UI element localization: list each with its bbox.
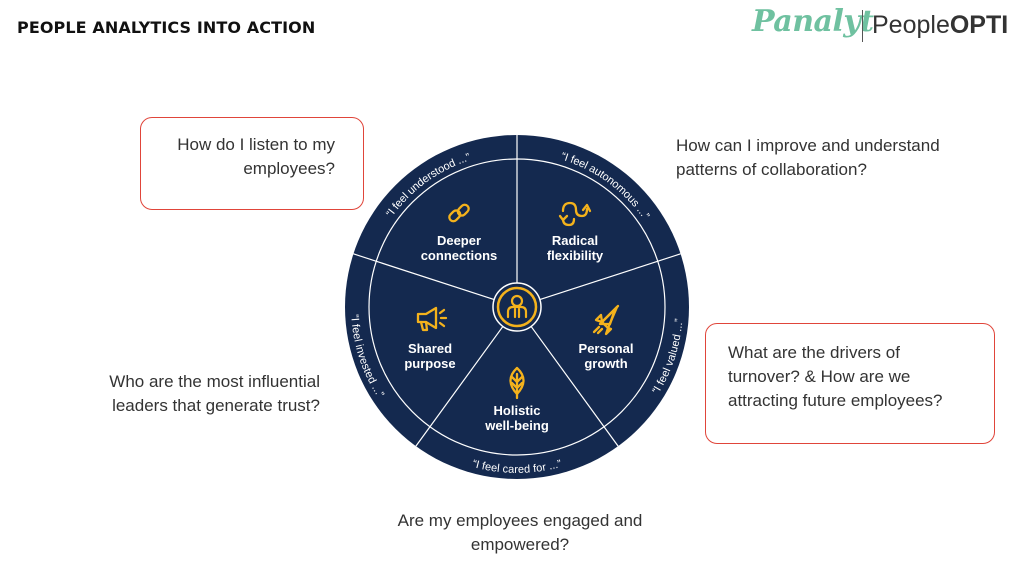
question-engaged: Are my employees engaged and empowered? bbox=[397, 511, 643, 554]
wheel-divider bbox=[530, 326, 619, 447]
question-leaders: Who are the most influential leaders tha… bbox=[109, 372, 320, 415]
peopleopti-logo: PeopleOPTI bbox=[872, 11, 1008, 40]
question-drivers-box: What are the drivers of turnover? & How … bbox=[705, 323, 995, 444]
logo-separator bbox=[862, 10, 863, 42]
slide-title: PEOPLE ANALYTICS INTO ACTION bbox=[17, 18, 316, 37]
segment-quote: “I feel cared for ...” bbox=[471, 458, 563, 476]
wheel-divider bbox=[539, 253, 681, 301]
leaf-icon bbox=[509, 366, 525, 400]
logo-opti-text: OPTI bbox=[949, 11, 1009, 39]
segment-label-line1: Holistic bbox=[494, 403, 541, 418]
wheel-divider bbox=[415, 326, 504, 447]
flexibility-arrows-icon bbox=[558, 201, 592, 227]
segment-label-line1: Personal bbox=[579, 341, 634, 356]
megaphone-icon bbox=[416, 306, 448, 332]
segment-label-line1: Deeper bbox=[437, 233, 481, 248]
segment-label-line2: well-being bbox=[484, 418, 549, 433]
wheel-center-accent bbox=[496, 286, 538, 328]
person-icon bbox=[506, 294, 528, 319]
rocket-icon bbox=[592, 304, 620, 336]
wheel-divider bbox=[353, 253, 495, 301]
segment-label-line1: Radical bbox=[552, 233, 598, 248]
segment-label-line2: growth bbox=[584, 356, 627, 371]
logo-area: Panalyt PeopleOPTI bbox=[752, 4, 1014, 48]
segment-label-line2: flexibility bbox=[547, 248, 604, 263]
question-listen-box: How do I listen to my employees? bbox=[140, 117, 364, 210]
logo-people-text: People bbox=[872, 11, 950, 39]
segment-label-line2: connections bbox=[421, 248, 498, 263]
segment-label-line1: Shared bbox=[408, 341, 452, 356]
question-collaboration: How can I improve and understand pattern… bbox=[676, 136, 940, 179]
link-icon bbox=[448, 203, 470, 223]
panalyt-logo: Panalyt bbox=[752, 4, 874, 39]
segment-label-line2: purpose bbox=[404, 356, 455, 371]
